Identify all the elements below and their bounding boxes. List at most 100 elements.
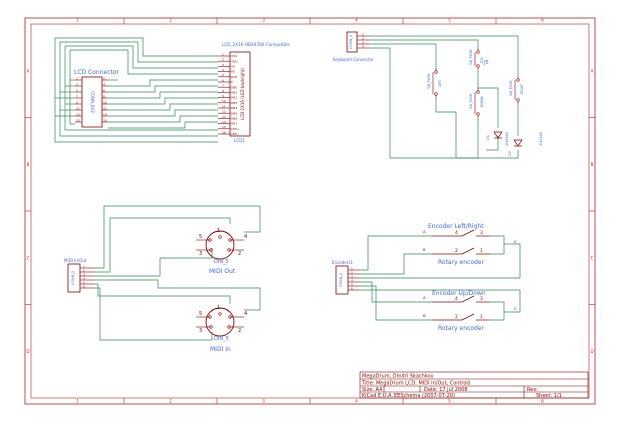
title-block: [359, 371, 589, 399]
frame-row-right-D: D: [590, 349, 593, 354]
lcd-section: [54, 37, 218, 143]
lcd-pin-signal: DB1: [231, 91, 237, 95]
diode-2: D2 1N4148: [508, 132, 543, 156]
lcd-conn-pin-right: 4: [103, 82, 105, 86]
encoder-wires: [360, 235, 521, 321]
switch-label: SW_PUSH: [469, 49, 473, 65]
frame-col-top-2: 2: [169, 18, 172, 23]
lcd-conn-pin-right: 8: [103, 94, 105, 98]
switch-name: RIGHT: [520, 84, 524, 94]
lcd-pin-number: 9: [222, 94, 224, 98]
lcd-pin-signal: DB2: [231, 96, 237, 100]
din-out-pin-1: 1: [217, 228, 220, 234]
lcd-conn-pin-left: 5: [76, 88, 78, 92]
midi-connector-ref: CONN_5: [71, 271, 75, 285]
encoder-1-pin-3: 3: [480, 230, 483, 236]
midi-connector-label: MIDI In/Out: [64, 258, 87, 263]
encoders-conn-pin: 1: [351, 267, 353, 271]
title-author: MegaDrum, Dmitri Skachkov: [362, 374, 434, 380]
keyboard-conn-pin: 1: [362, 33, 364, 37]
title-sheet: Sheet: 1/1: [536, 393, 562, 399]
lcd-pin-number: 16: [222, 130, 226, 134]
switch-label: SW_PUSH: [509, 80, 513, 96]
lcd-pin-signal: DB7: [231, 122, 237, 126]
title-eeschema: EESchema (2007-07-20): [394, 393, 455, 399]
din-out-pin-3: 3: [199, 251, 202, 257]
din-in-pin-2: 2: [238, 328, 241, 334]
keyboard-conn-pin: 3: [362, 41, 364, 45]
lcd-pin-signal: VDD: [231, 59, 238, 63]
din-out-part: DIN_5: [214, 259, 229, 265]
lcd-pin-number: 15: [222, 125, 226, 129]
din-out-pin-4: 4: [244, 234, 247, 240]
din-out-pin-2: 2: [238, 251, 241, 257]
lcd-pin-number: 5: [222, 73, 224, 77]
encoder-1-part: Rotary encoder: [438, 259, 484, 266]
diode-2-part: 1N4148: [539, 132, 543, 146]
midi-conn-pin: 5: [83, 281, 85, 285]
lcd-pin-signal: VSS: [231, 54, 237, 58]
encoder-1-pin-2: 2: [455, 248, 458, 254]
midi-wires: [95, 205, 261, 341]
lcd-connector-label: LCD Connector: [74, 69, 120, 76]
frame-col-top-3: 3: [262, 18, 265, 23]
frame-row-left-B: B: [27, 162, 30, 167]
title-kicad: KiCad E.D.A.: [362, 393, 394, 399]
frame-col-bottom-3: 3: [262, 399, 265, 404]
encoder-2-b: B: [423, 313, 426, 318]
lcd-pin-signal: E: [231, 80, 233, 84]
midi-conn-pin: 4: [83, 277, 85, 281]
encoder-2-pin-2: 2: [455, 314, 458, 320]
keyboard-connector-body: [346, 31, 358, 53]
midi-conn-pin: 6: [83, 285, 85, 289]
lcd-conn-pin-left: 11: [76, 106, 80, 110]
lcd-pin-signal: DB3: [231, 101, 237, 105]
keyboard-wires: [370, 35, 519, 159]
din-in-part: DIN_5: [214, 336, 229, 342]
encoder-1-b: B: [423, 247, 426, 252]
lcd-ref: LCD1: [234, 138, 245, 143]
lcd-conn-pin-left: 3: [76, 82, 78, 86]
lcd-part-title: LCD_2X16 HD44780 Compatible: [222, 42, 290, 47]
frame-row-right-A: A: [591, 68, 594, 73]
diode-2-ref: D2: [508, 151, 512, 156]
lcd-pin-number: 12: [222, 110, 226, 114]
encoder-2-part: Rotary encoder: [438, 325, 484, 332]
lcd-conn-pin-right: 2: [103, 76, 105, 80]
lcd-pin-number: 4: [222, 68, 224, 72]
lcd-pin-signal: LED-: [231, 132, 238, 136]
diode-1-ref: D1: [486, 135, 490, 140]
encoder-2-a: A: [423, 295, 426, 300]
encoder-2-pin-1: 1: [480, 314, 483, 320]
frame-col-top-4: 4: [355, 18, 358, 23]
midi-conn-pin: 2: [83, 269, 85, 273]
switch-label: SW_PUSH: [427, 73, 431, 89]
encoder-2-c: C: [514, 306, 517, 311]
switch-name: LEFT: [438, 79, 442, 87]
lcd-conn-pin-right: 12: [103, 106, 107, 110]
encoder-2-pin-4: 4: [455, 296, 458, 302]
frame-col-bottom-2: 2: [169, 399, 172, 404]
frame-col-bottom-1: 1: [76, 399, 79, 404]
encoder-1-c: C: [514, 239, 517, 244]
encoder-2-title: Encoder Up/Down: [432, 290, 486, 297]
lcd-pin-signal: DB4: [231, 106, 237, 110]
lcd-conn-pin-right: 16: [103, 118, 107, 122]
frame-row-left-C: C: [27, 255, 30, 260]
din-in-pin-3: 3: [199, 328, 202, 334]
title-date: Date: 17 jul 2008: [424, 387, 467, 393]
encoder-1-a: A: [423, 229, 426, 234]
lcd-connector-body: [81, 76, 103, 128]
lcd-pin-number: 3: [222, 63, 224, 67]
frame-row-right-C: C: [591, 255, 594, 260]
lcd-pin-number: 6: [222, 78, 224, 82]
frame-col-top-6: 6: [541, 18, 544, 23]
encoder-up-down: Encoder Up/Down 4 3 2 1 A B C Rotary enc…: [423, 290, 517, 332]
din-out-label: MIDI Out: [209, 268, 236, 275]
switch-name: DOWN: [480, 96, 484, 107]
